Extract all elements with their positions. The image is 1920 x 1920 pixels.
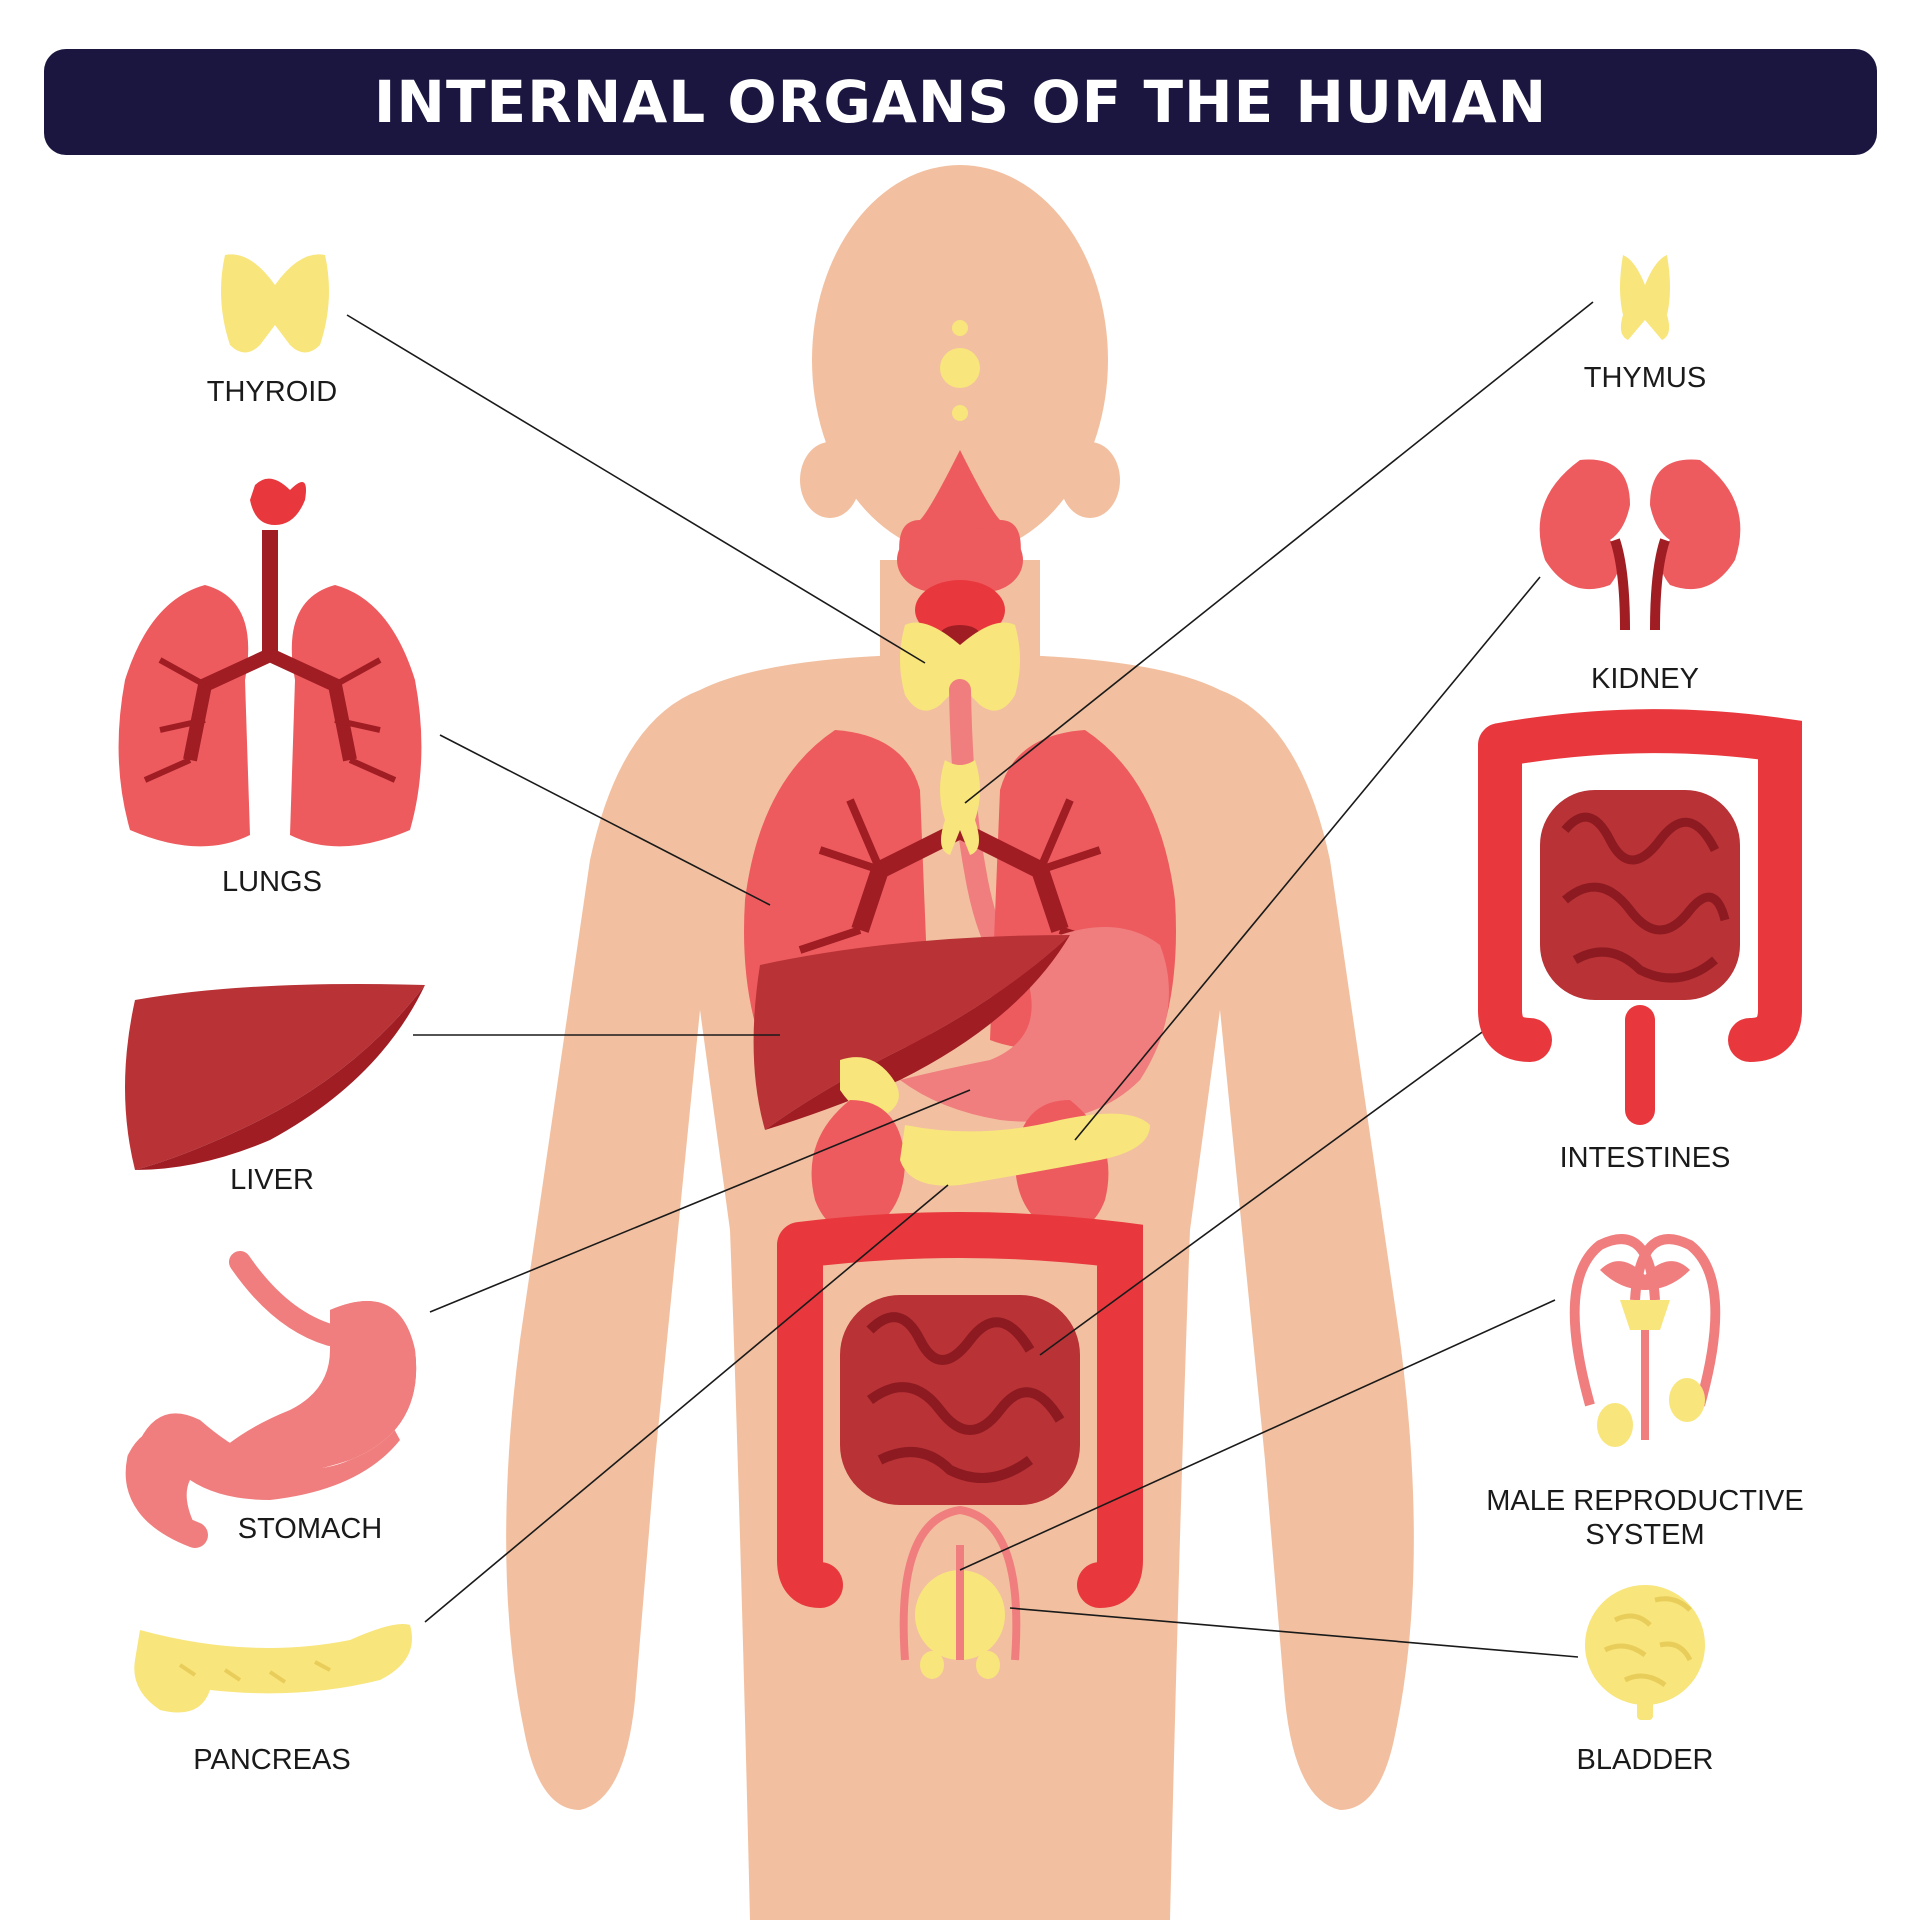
thyroid-on-body bbox=[900, 622, 1020, 711]
male-reproductive-icon bbox=[1569, 1234, 1721, 1447]
bladder-icon bbox=[1585, 1585, 1705, 1720]
label-pancreas: PANCREAS bbox=[193, 1744, 351, 1776]
leader-lines bbox=[346, 301, 1594, 1658]
nasal-pharynx bbox=[897, 450, 1023, 645]
label-male-reproductive-line2: SYSTEM bbox=[1585, 1519, 1705, 1551]
lungs-icon bbox=[118, 478, 422, 847]
pancreas-on-body bbox=[900, 1113, 1150, 1186]
thymus-on-body bbox=[940, 760, 980, 855]
label-male-reproductive-line1: MALE REPRODUCTIVE bbox=[1486, 1485, 1804, 1517]
thyroid-icon bbox=[221, 254, 329, 353]
label-intestines: INTESTINES bbox=[1559, 1142, 1731, 1174]
label-lungs: LUNGS bbox=[222, 866, 322, 898]
reproductive-on-body bbox=[899, 1505, 1021, 1679]
page-title: INTERNAL ORGANS OF THE HUMAN bbox=[373, 68, 1548, 136]
label-stomach: STOMACH bbox=[237, 1513, 383, 1545]
label-liver: LIVER bbox=[230, 1164, 314, 1196]
pancreas-icon bbox=[134, 1624, 412, 1713]
intestines-on-body bbox=[777, 1212, 1143, 1608]
label-thymus: THYMUS bbox=[1583, 362, 1707, 394]
label-bladder: BLADDER bbox=[1576, 1744, 1714, 1776]
stomach-icon bbox=[125, 1251, 417, 1548]
intestines-icon bbox=[1478, 709, 1802, 1125]
liver-on-body bbox=[753, 935, 1070, 1130]
label-thyroid: THYROID bbox=[206, 376, 338, 408]
thymus-icon bbox=[1620, 255, 1670, 340]
brain-dots bbox=[940, 320, 980, 421]
liver-icon bbox=[125, 984, 425, 1170]
label-kidney: KIDNEY bbox=[1591, 663, 1699, 695]
stomach-on-body bbox=[900, 927, 1169, 1122]
kidney-icon bbox=[1539, 459, 1741, 631]
title-banner: INTERNAL ORGANS OF THE HUMAN bbox=[44, 49, 1877, 155]
